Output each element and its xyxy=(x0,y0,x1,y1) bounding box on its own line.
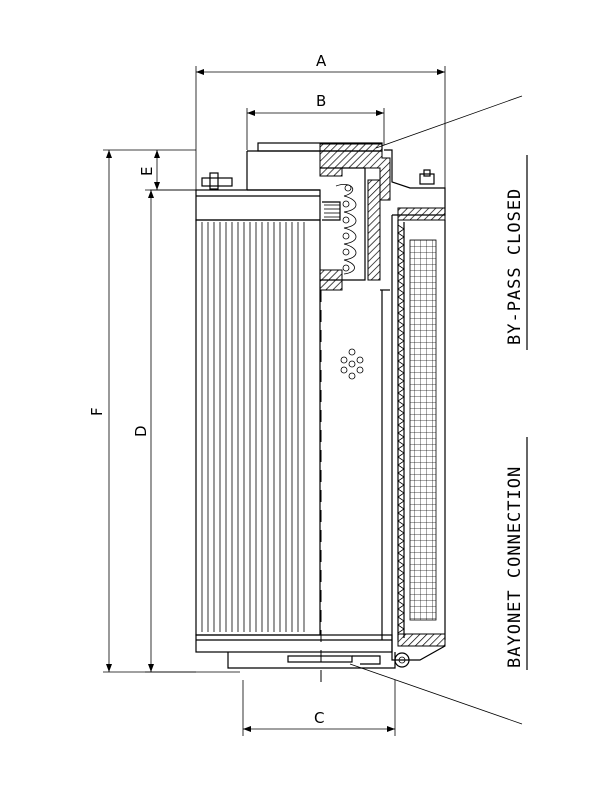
bypass-leader xyxy=(375,95,523,149)
dimension-a-label: A xyxy=(316,52,327,70)
dimension-c: C xyxy=(242,680,396,736)
dimension-f: F xyxy=(88,149,240,673)
top-cap xyxy=(195,142,446,281)
dimension-e-label: E xyxy=(138,167,156,176)
dimension-a: A xyxy=(195,52,446,200)
dimension-b: B xyxy=(246,92,385,150)
dimension-b-label: B xyxy=(316,92,326,110)
dimension-c-label: C xyxy=(314,709,324,727)
bypass-caption: BY-PASS CLOSED xyxy=(505,188,525,345)
connection-caption: BAYONET CONNECTION xyxy=(505,466,525,668)
bypass-holes xyxy=(340,348,364,380)
dimension-f-label: F xyxy=(88,407,106,416)
dimension-d-label: D xyxy=(132,425,150,437)
bottom-cap xyxy=(195,633,446,669)
dimension-d: D xyxy=(132,189,196,673)
connection-leader xyxy=(349,663,523,725)
element-section xyxy=(340,215,446,640)
dimension-e: E xyxy=(138,149,196,191)
pleated-media xyxy=(195,219,321,636)
